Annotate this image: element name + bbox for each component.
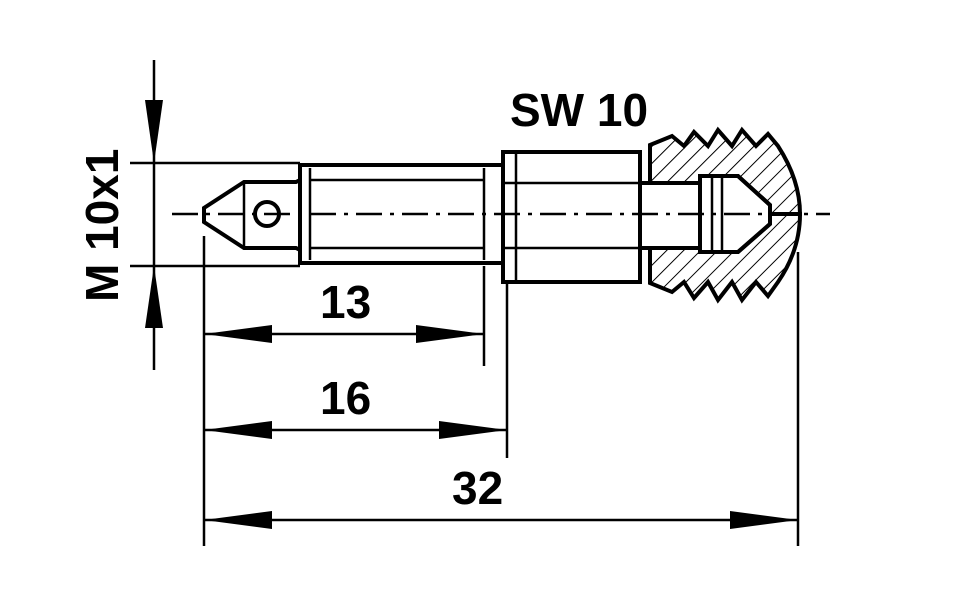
extension-lines (202, 236, 800, 546)
hatched-sleeve-top (648, 126, 803, 216)
bleeder-screw-part (202, 126, 803, 304)
hatched-sleeve-bottom (648, 212, 803, 304)
dimension-13: 13 (204, 276, 484, 343)
dimension-16: 16 (204, 372, 507, 439)
screw-tip (202, 178, 301, 252)
thread-dimension: M 10x1 (76, 60, 300, 370)
dim-13-label: 13 (320, 276, 371, 328)
dim-32-label: 32 (452, 462, 503, 514)
thread-label: M 10x1 (76, 149, 128, 302)
dimension-32: 32 (204, 462, 798, 529)
wrench-size-label: SW 10 (510, 84, 648, 136)
dim-16-label: 16 (320, 372, 371, 424)
hex-head (501, 150, 642, 284)
side-hole (253, 200, 281, 228)
